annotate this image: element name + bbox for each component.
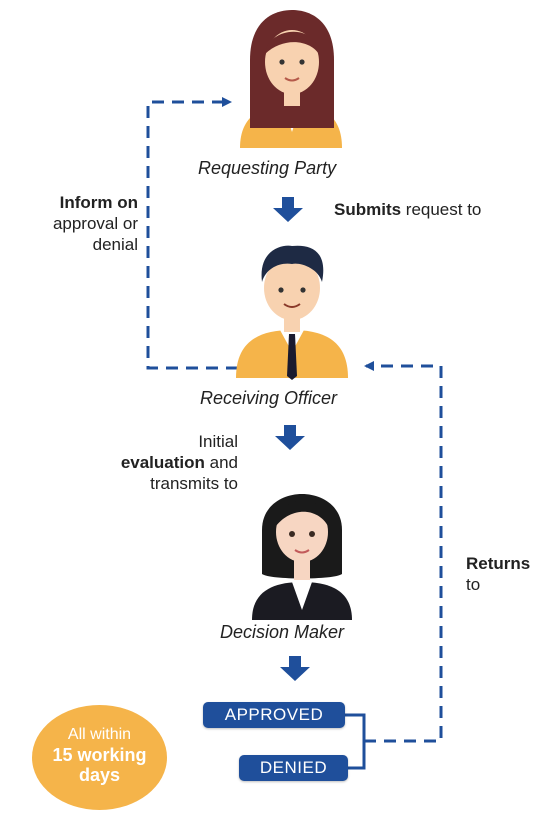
returns-dashed-arrow — [364, 361, 443, 743]
submits-bold: Submits — [334, 200, 402, 219]
inform-line-3: denial — [92, 235, 138, 254]
evaluation-line-1: Initial — [198, 432, 238, 451]
inform-dashed-arrow — [146, 97, 238, 370]
timeframe-line-3: days — [78, 765, 121, 785]
timeframe-badge: All within 15 working days — [32, 705, 167, 810]
submits-label: Submits request to — [334, 199, 481, 220]
submits-rest: request to — [401, 200, 482, 219]
outcome-bracket — [345, 713, 366, 770]
returns-label: Returns to — [466, 553, 530, 595]
inform-line-2: approval or — [52, 214, 138, 233]
inform-label: Inform on approval or denial — [10, 192, 138, 255]
returns-bold: Returns — [466, 554, 531, 573]
receiving-officer-label: Receiving Officer — [200, 388, 338, 408]
timeframe-line-1: All within — [67, 726, 132, 743]
evaluation-label: Initial evaluation and transmits to — [90, 431, 238, 494]
evaluation-rest: and — [204, 453, 238, 472]
timeframe-line-2: 15 working — [52, 745, 147, 765]
requesting-party-label: Requesting Party — [198, 158, 337, 178]
approved-badge: APPROVED — [203, 702, 345, 728]
evaluation-bold: evaluation — [120, 453, 205, 472]
decision-down-arrow — [280, 656, 310, 681]
submits-down-arrow — [273, 197, 303, 222]
decision-maker-label: Decision Maker — [220, 622, 345, 642]
inform-line-1: Inform on — [59, 193, 138, 212]
denied-badge: DENIED — [239, 755, 348, 781]
evaluation-down-arrow — [275, 425, 305, 450]
evaluation-line-3: transmits to — [150, 474, 238, 493]
returns-rest: to — [466, 575, 481, 594]
